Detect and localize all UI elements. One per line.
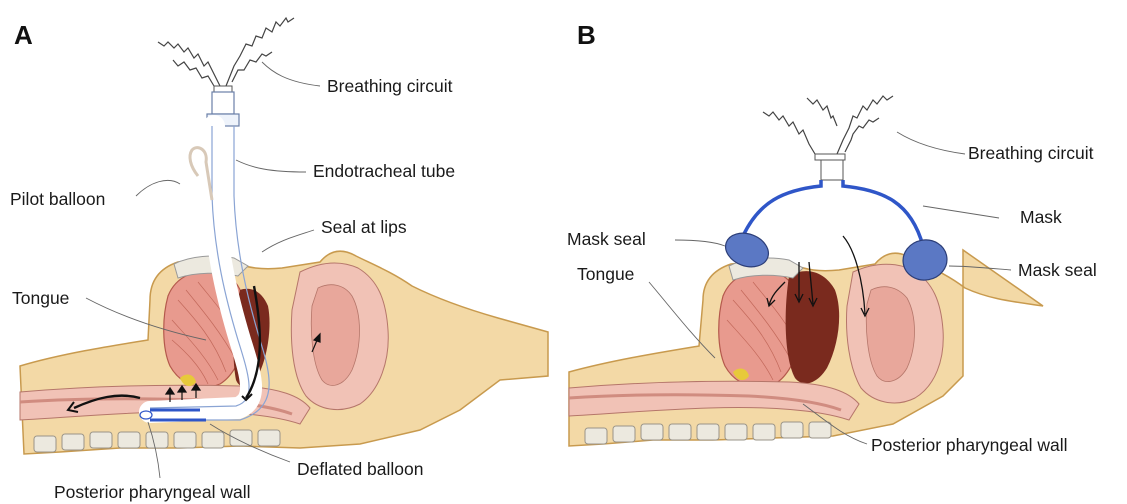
breathing-circuit-hoses [158,18,294,86]
anatomy-a [20,251,548,454]
label-mask-seal-right: Mask seal [1018,262,1097,280]
label-mask: Mask [1020,209,1062,227]
label-posterior-pharyngeal-wall-b: Posterior pharyngeal wall [871,437,1068,455]
panel-b-illustration [563,0,1127,504]
label-deflated-balloon: Deflated balloon [297,461,423,479]
panel-b: B Breathing circuit Mask Mask seal Mask … [563,0,1127,504]
label-tongue-a: Tongue [12,290,69,308]
label-breathing-circuit-a: Breathing circuit [327,78,452,96]
tube-connector [212,92,234,114]
label-tongue-b: Tongue [577,266,634,284]
label-pilot-balloon: Pilot balloon [10,191,105,209]
panel-a-illustration [0,0,560,504]
mask-connector [821,160,843,180]
label-seal-at-lips: Seal at lips [321,219,407,237]
label-mask-seal-left: Mask seal [567,231,646,249]
panel-letter-a: A [14,20,33,51]
mask-shell [743,180,923,246]
label-posterior-pharyngeal-wall-a: Posterior pharyngeal wall [54,484,251,502]
label-endotracheal-tube: Endotracheal tube [313,163,455,181]
breathing-circuit-hoses-b [763,96,893,154]
deflated-balloon [140,411,152,419]
panel-a: A Breathing circuit Endotracheal tube Pi… [0,0,560,504]
anatomy-b [569,250,1043,446]
panel-letter-b: B [577,20,596,51]
y-connector-b [815,154,845,160]
label-breathing-circuit-b: Breathing circuit [968,145,1093,163]
y-connector [214,86,232,92]
